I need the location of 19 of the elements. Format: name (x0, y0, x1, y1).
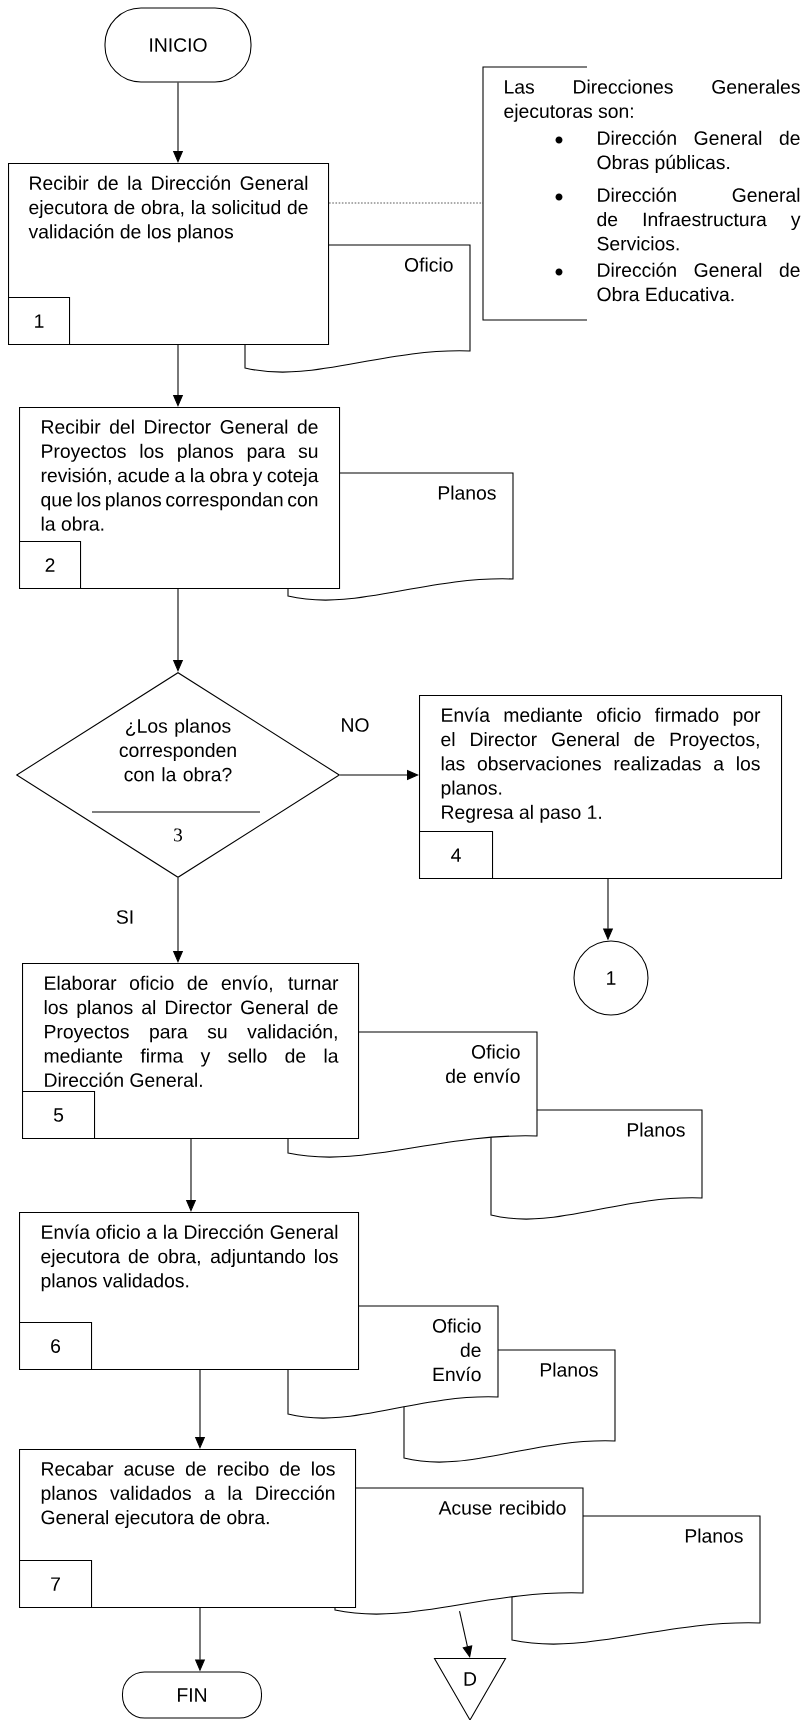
edge-label: NO (339, 716, 371, 734)
annotation-text: Las Direcciones Generales ejecutoras son: (504, 79, 800, 122)
list-item: Dirección General de Obras públicas. (597, 130, 800, 174)
process-box: Envía oficio a la Dirección General ejecutora de obra, adjuntando los planos validados. 6 (19, 1212, 360, 1371)
step-number-box: 2 (19, 541, 82, 590)
step-number-box: 6 (19, 1322, 93, 1371)
dotted-line (328, 202, 484, 204)
arrow (459, 1610, 473, 1658)
step-number-box: 7 (19, 1560, 93, 1609)
list-item: Dirección General de Obra Educativa. (597, 262, 800, 302)
process-box: Elaborar oficio de envío, turnar los planos al Director General de Proyectos para su validación, mediante firma y sello de la Dirección General. 5 (22, 963, 360, 1140)
step-number-box: 4 (419, 831, 494, 880)
edge-label: SI (114, 908, 136, 926)
step-number-box: 5 (22, 1091, 96, 1140)
process-box: Recabar acuse de recibo de los planos validados a la Dirección General ejecutora de obra. 7 (19, 1449, 357, 1609)
off-page-connector: D (433, 1657, 507, 1720)
step-number-box: 1 (8, 297, 71, 346)
list-item: Dirección General de Infraestructura y Servicios. (597, 187, 801, 251)
process-box: Envía mediante oficio firmado por el Director General de Proyectos, las observaciones realizadas a los planos. Regresa al paso 1. 4 (419, 695, 783, 880)
